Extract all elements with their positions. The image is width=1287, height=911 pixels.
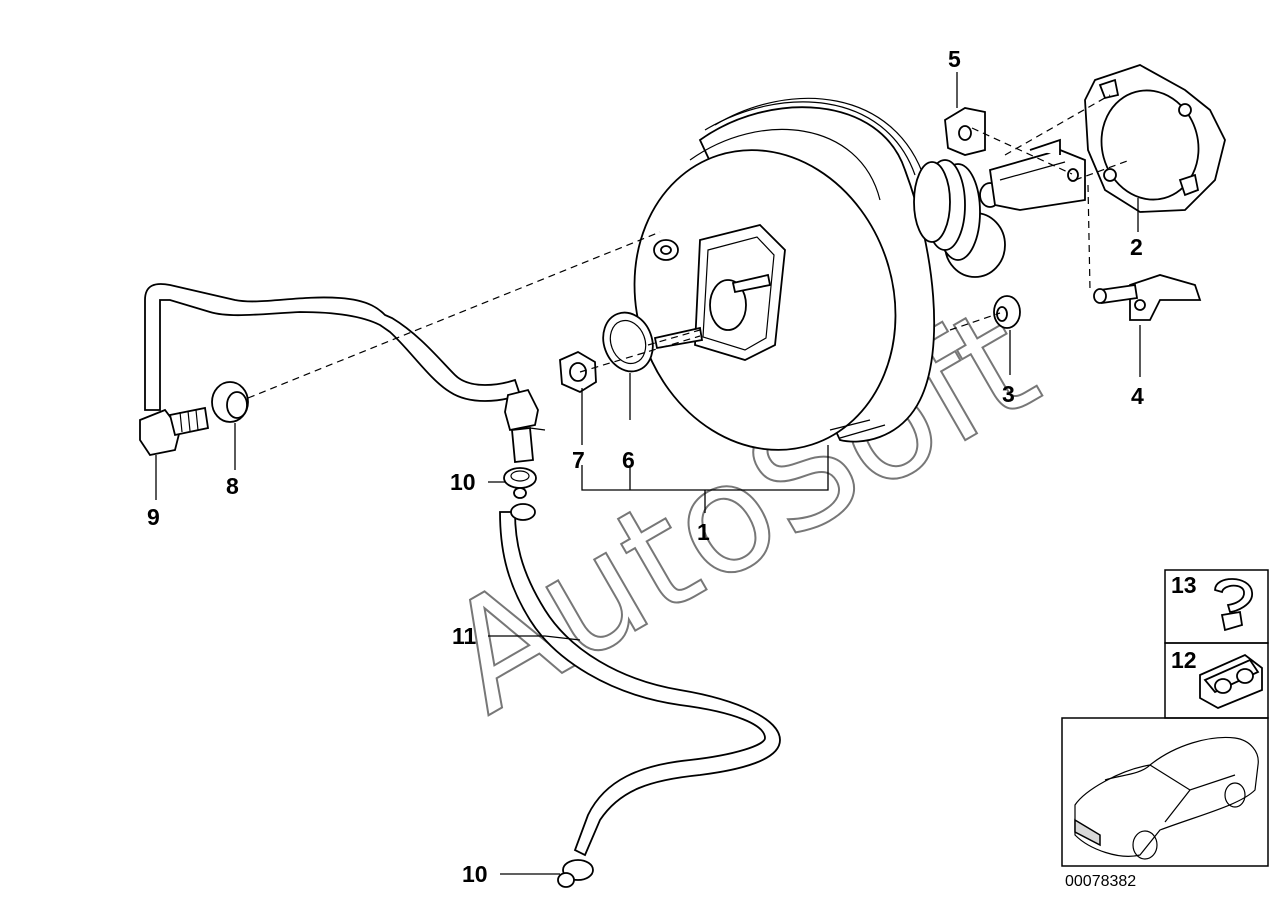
clevis xyxy=(988,138,1086,211)
bracket-part-4 xyxy=(1093,274,1202,321)
vacuum-hose-upper xyxy=(139,283,522,457)
callout-1: 1 xyxy=(697,519,710,545)
seal-ring-part-6 xyxy=(602,311,654,373)
callout-10-upper: 10 xyxy=(450,469,476,495)
callout-8: 8 xyxy=(226,473,239,499)
vacuum-hose-lower-part-11 xyxy=(499,503,781,857)
nut-part-7 xyxy=(559,350,597,394)
side-panel: 13 12 00078382 xyxy=(1061,569,1269,890)
hose-clip-part-13 xyxy=(1214,578,1253,632)
callout-11: 11 xyxy=(452,623,477,649)
clip-part-5 xyxy=(944,107,986,156)
diagram-id: 00078382 xyxy=(1065,873,1136,890)
brake-booster xyxy=(633,97,936,451)
callout-7: 7 xyxy=(572,447,585,473)
alignment-lines xyxy=(247,94,1131,399)
callout-4: 4 xyxy=(1131,383,1144,409)
gasket-plate-part-2 xyxy=(1084,64,1226,213)
hose-clamp-upper-part-10 xyxy=(503,467,537,499)
callout-5: 5 xyxy=(948,46,961,72)
callout-13: 13 xyxy=(1171,572,1197,598)
callout-numbers: 5 2 3 4 7 6 8 9 10 1 11 10 xyxy=(147,46,1144,887)
pushrod-bellows xyxy=(913,159,1006,278)
callout-12: 12 xyxy=(1171,647,1197,673)
car-silhouette xyxy=(1074,736,1259,860)
hose-clamp-lower-part-10 xyxy=(557,859,594,888)
callout-2: 2 xyxy=(1130,234,1143,260)
callout-9: 9 xyxy=(147,504,160,530)
nut-part-3 xyxy=(993,295,1021,329)
check-valve xyxy=(504,388,546,463)
double-grommet-part-12 xyxy=(1199,653,1263,709)
callout-10-lower: 10 xyxy=(462,861,488,887)
callout-3: 3 xyxy=(1002,381,1015,407)
grommet-part-8 xyxy=(211,381,249,423)
callout-6: 6 xyxy=(622,447,635,473)
leader-lines xyxy=(155,72,1141,875)
